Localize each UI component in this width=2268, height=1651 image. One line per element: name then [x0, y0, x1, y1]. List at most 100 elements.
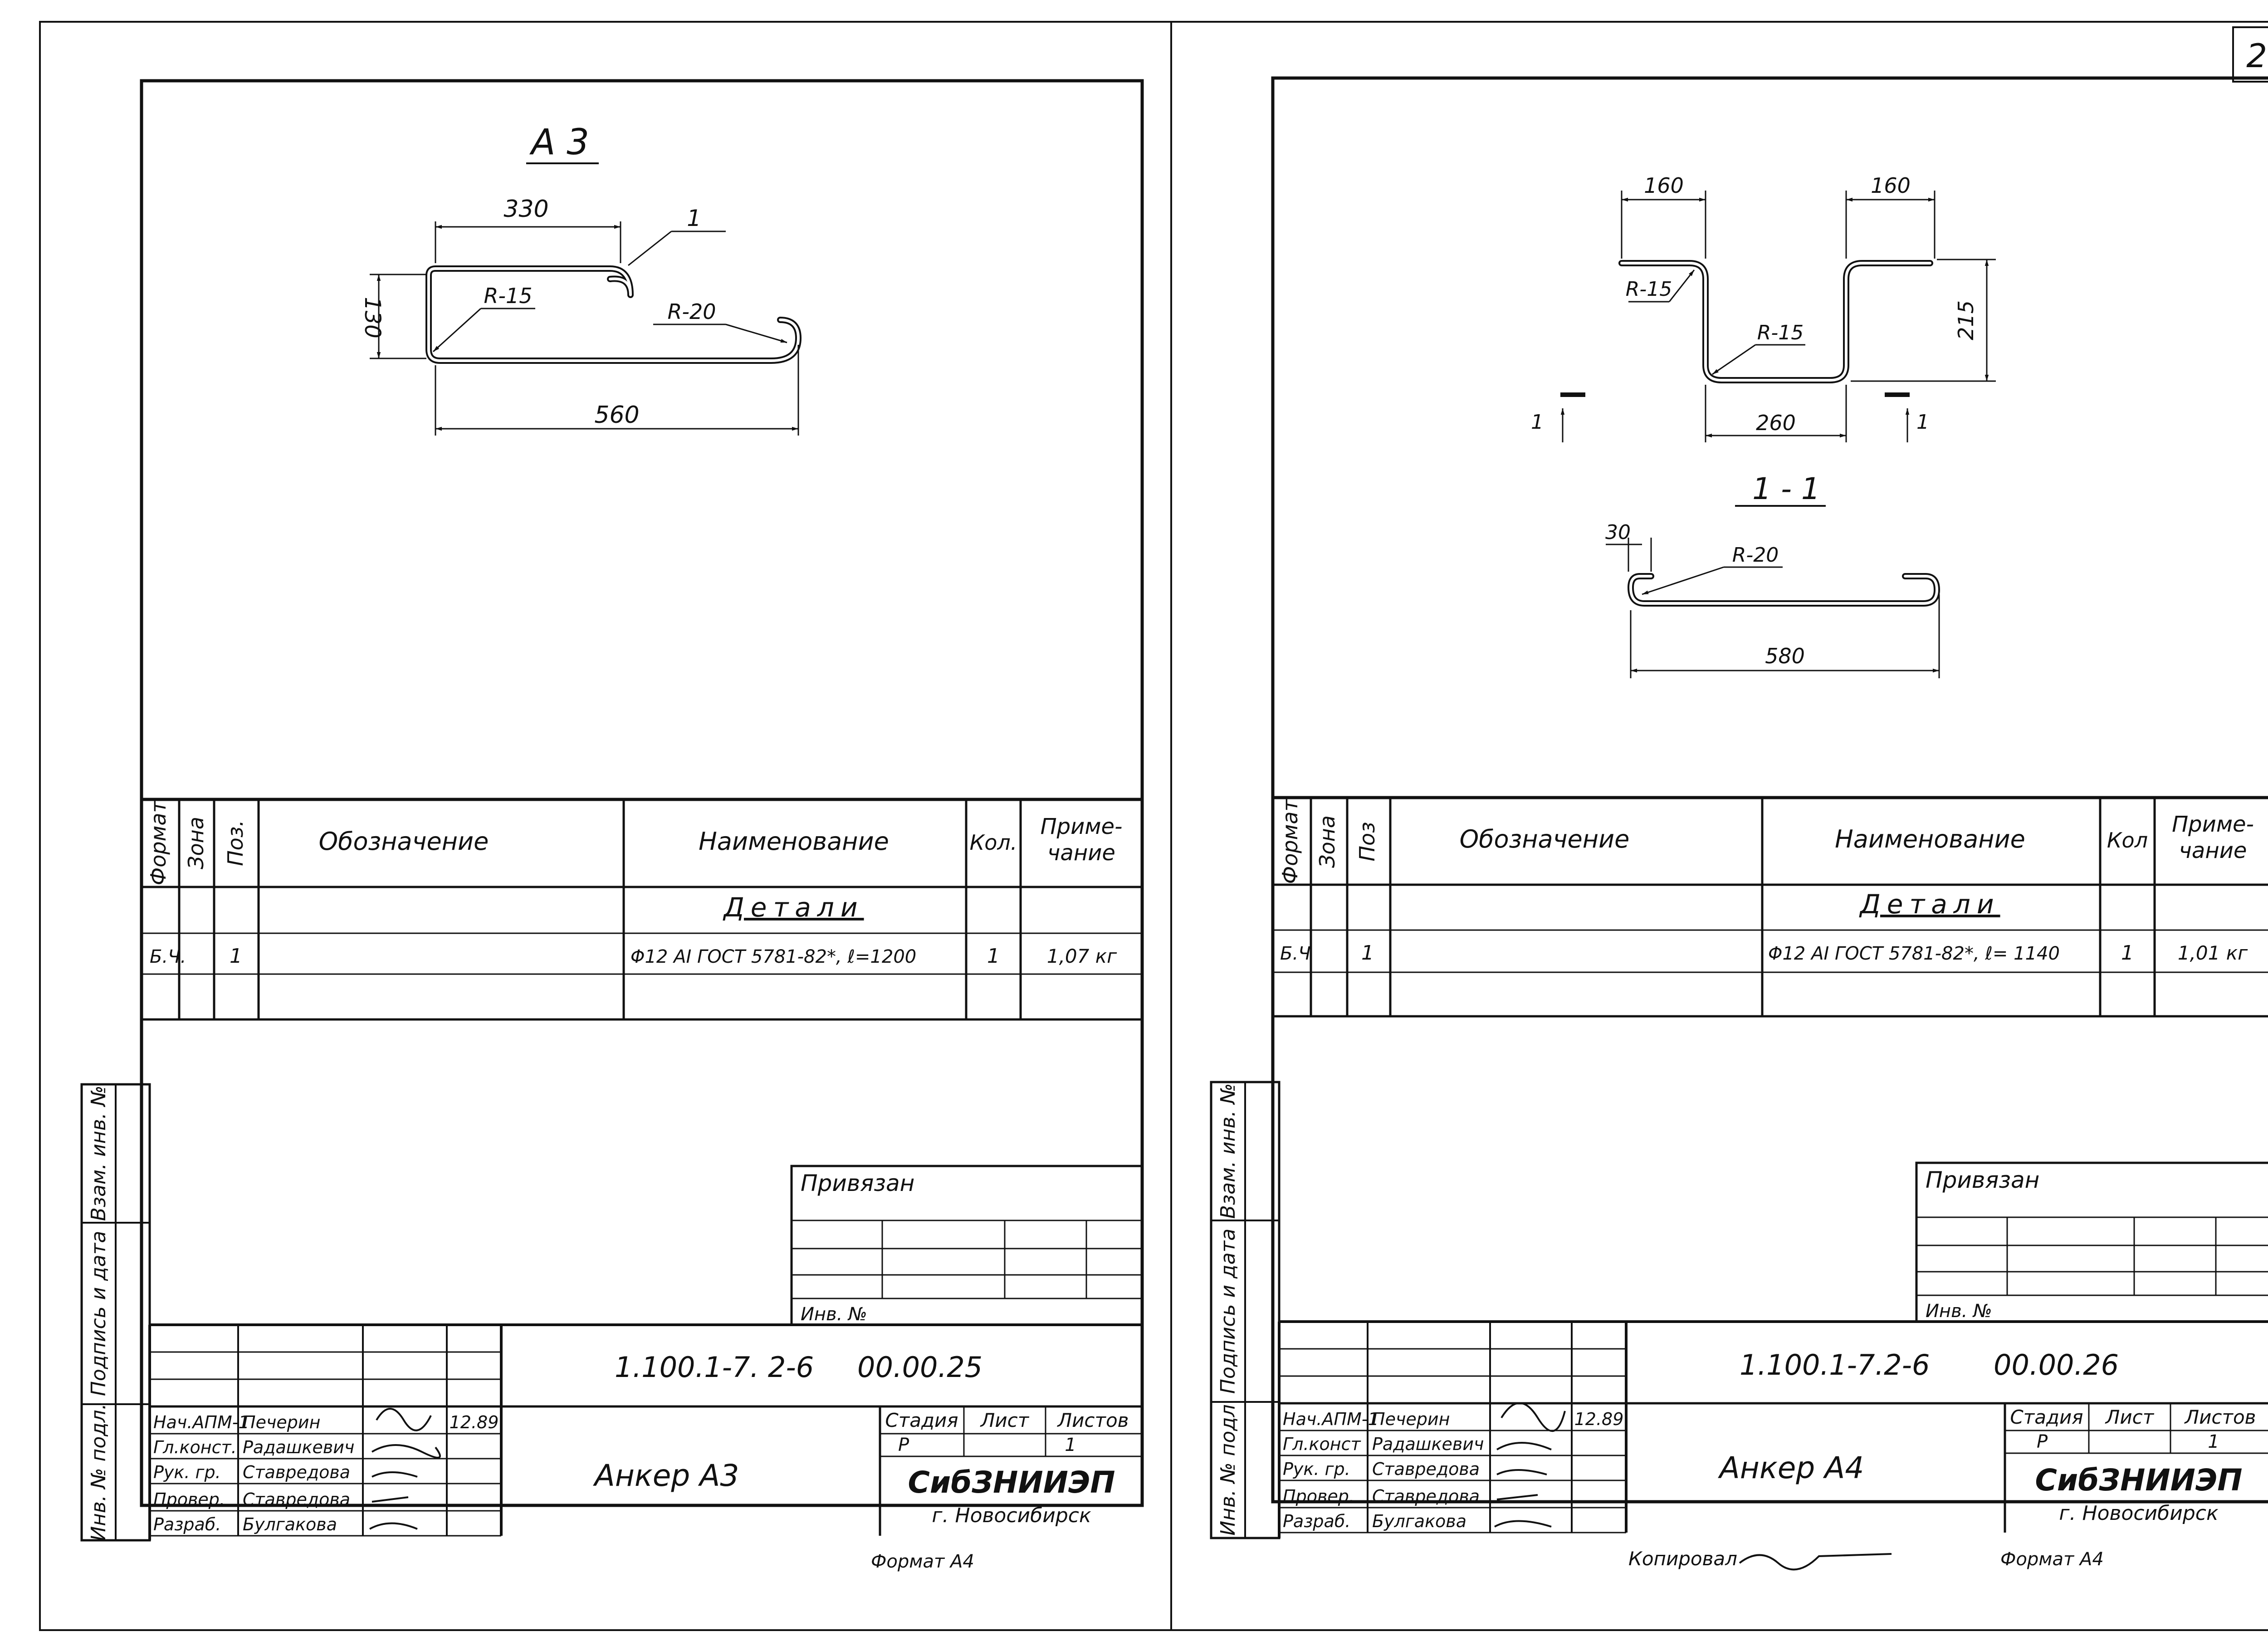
dim-560: 560 [594, 402, 639, 429]
section-mark-left: 1 [1531, 411, 1544, 434]
radius-r15-lower: R-15 [1757, 321, 1804, 344]
dim-160-right: 160 [1871, 173, 1911, 198]
sheets-value: 1 [1065, 1435, 1076, 1455]
right-sheet: 160 160 215 260 R-15 R-15 [1210, 76, 2268, 1571]
role-1: Гл.конст. [153, 1437, 237, 1457]
sheet-header: Лист [980, 1409, 1030, 1431]
right-drawing: 160 160 215 260 R-15 R-15 [1531, 173, 1996, 678]
dim-160-left: 160 [1644, 173, 1684, 198]
format-note: Формат А4 [871, 1551, 974, 1572]
row-pos: 1 [230, 945, 242, 968]
row-format: Б.Ч. [150, 946, 186, 967]
role-3: Провер. [1283, 1486, 1354, 1506]
inv-label: Инв. № [801, 1304, 867, 1325]
row-format: Б.Ч [1280, 943, 1311, 964]
name-3: Ставредова [243, 1489, 350, 1509]
name-1: Радашкевич [1372, 1434, 1484, 1454]
page-number: 27 [2246, 37, 2268, 75]
dim-130: 130 [360, 297, 385, 338]
row-note: 1,07 кг [1047, 945, 1117, 967]
inv-label: Инв. № [1926, 1301, 1992, 1322]
drawing-title: А 3 [529, 122, 589, 163]
stamp-date: 12.89 [450, 1412, 499, 1432]
right-spec-table: Формат Зона Поз Обозначение Наименование… [1273, 796, 2268, 1018]
row-qty: 1 [2121, 941, 2134, 965]
side-vzam-inv: Взам. инв. № [87, 1086, 110, 1221]
section-mark-right: 1 [1916, 411, 1929, 434]
row-name: Φ12 АI ГОСТ 5781-82*, ℓ= 1140 [1768, 943, 2060, 964]
left-drawing: А 3 330 130 560 R-15 [360, 122, 802, 436]
hdr-qty: Кол. [970, 830, 1017, 855]
sec-radius: R-20 [1732, 544, 1779, 567]
row-qty: 1 [987, 945, 1000, 968]
anchor-a3-rod [425, 265, 802, 364]
name-2: Ставредова [1372, 1459, 1480, 1479]
role-0: Нач.АПМ-1 [1283, 1409, 1379, 1429]
side-sign-date: Подпись и дата [1217, 1229, 1240, 1394]
side-sign-date: Подпись и дата [87, 1231, 110, 1396]
radius-r15: R-15 [484, 284, 532, 308]
role-1: Гл.конст [1283, 1434, 1361, 1454]
role-0: Нач.АПМ-1 [153, 1412, 249, 1432]
name-4: Булгакова [1372, 1511, 1466, 1531]
linked-label: Привязан [801, 1170, 914, 1196]
hdr-zone: Зона [1315, 815, 1339, 868]
row-note: 1,01 кг [2178, 942, 2248, 964]
right-title-block: 1.100.1-7.2-6 00.00.26 Анкер А4 Стадия Л… [1278, 1320, 2268, 1571]
dim-330: 330 [503, 196, 548, 223]
name-1: Радашкевич [243, 1437, 354, 1457]
radius-r20: R-20 [667, 299, 716, 324]
role-3: Провер. [153, 1489, 225, 1509]
stage-header: Стадия [2010, 1406, 2083, 1428]
doc-code2: 00.00.26 [1994, 1348, 2119, 1382]
doc-code: 1.100.1-7.2-6 [1740, 1348, 1930, 1382]
role-4: Разраб. [153, 1514, 221, 1534]
hdr-pos: Поз [1355, 822, 1379, 861]
hdr-designation: Обозначение [1460, 825, 1630, 853]
org-name: СибЗНИИЭП [2035, 1463, 2242, 1498]
left-sheet: А 3 330 130 560 R-15 [80, 79, 1144, 1572]
section-details: Детали [1858, 889, 2000, 920]
row-pos: 1 [1361, 941, 1374, 965]
hdr-pos: Поз. [223, 820, 248, 866]
sec-dim-580: 580 [1765, 644, 1805, 668]
left-side-strip: Инв. № подл. Подпись и дата Взам. инв. № [80, 1083, 151, 1542]
hdr-name: Наименование [699, 827, 889, 856]
doc-code: 1.100.1-7. 2-6 [615, 1351, 814, 1384]
hdr-format: Формат [1278, 799, 1302, 884]
role-2: Рук. гр. [153, 1462, 221, 1482]
hdr-name: Наименование [1835, 825, 2025, 853]
sheets-value: 1 [2208, 1431, 2219, 1452]
hdr-zone: Зона [184, 817, 208, 869]
role-4: Разраб. [1283, 1511, 1350, 1531]
page-number-box [2232, 26, 2268, 83]
right-linked-block: Привязан Инв. № [1915, 1161, 2268, 1323]
name-3: Ставредова [1372, 1486, 1480, 1506]
right-frame [1271, 76, 2268, 1504]
left-frame [140, 79, 1144, 1507]
name-0: Печерин [243, 1412, 320, 1432]
left-spec-table: Формат Зона Поз. Обозначение Наименовани… [142, 798, 1142, 1021]
sheets-header: Листов [1057, 1409, 1129, 1431]
stamp-date: 12.89 [1574, 1409, 1624, 1429]
hdr-format: Формат [146, 800, 171, 885]
left-linked-block: Привязан Инв. № [790, 1165, 1144, 1326]
section-details: Детали [722, 892, 864, 923]
product-name: Анкер А4 [1718, 1450, 1864, 1485]
copied-label: Копировал [1628, 1548, 1737, 1570]
side-inv-podl: Инв. № подл [1217, 1404, 1240, 1536]
hdr-note: Приме-чание [2172, 812, 2254, 863]
stage-value: Р [898, 1435, 909, 1455]
name-2: Ставредова [243, 1462, 350, 1482]
product-name: Анкер А3 [593, 1458, 739, 1493]
leader-pos-1: 1 [687, 205, 701, 231]
row-name: Φ12 АI ГОСТ 5781-82*, ℓ=1200 [631, 946, 916, 967]
copied-signature [1739, 1553, 1892, 1571]
radius-r15-upper: R-15 [1626, 278, 1672, 301]
signatures [1494, 1402, 1566, 1528]
stage-value: Р [2037, 1431, 2048, 1452]
section-rod [1628, 573, 1940, 607]
sheets-header: Листов [2184, 1406, 2256, 1428]
hdr-qty: Кол [2107, 828, 2148, 852]
